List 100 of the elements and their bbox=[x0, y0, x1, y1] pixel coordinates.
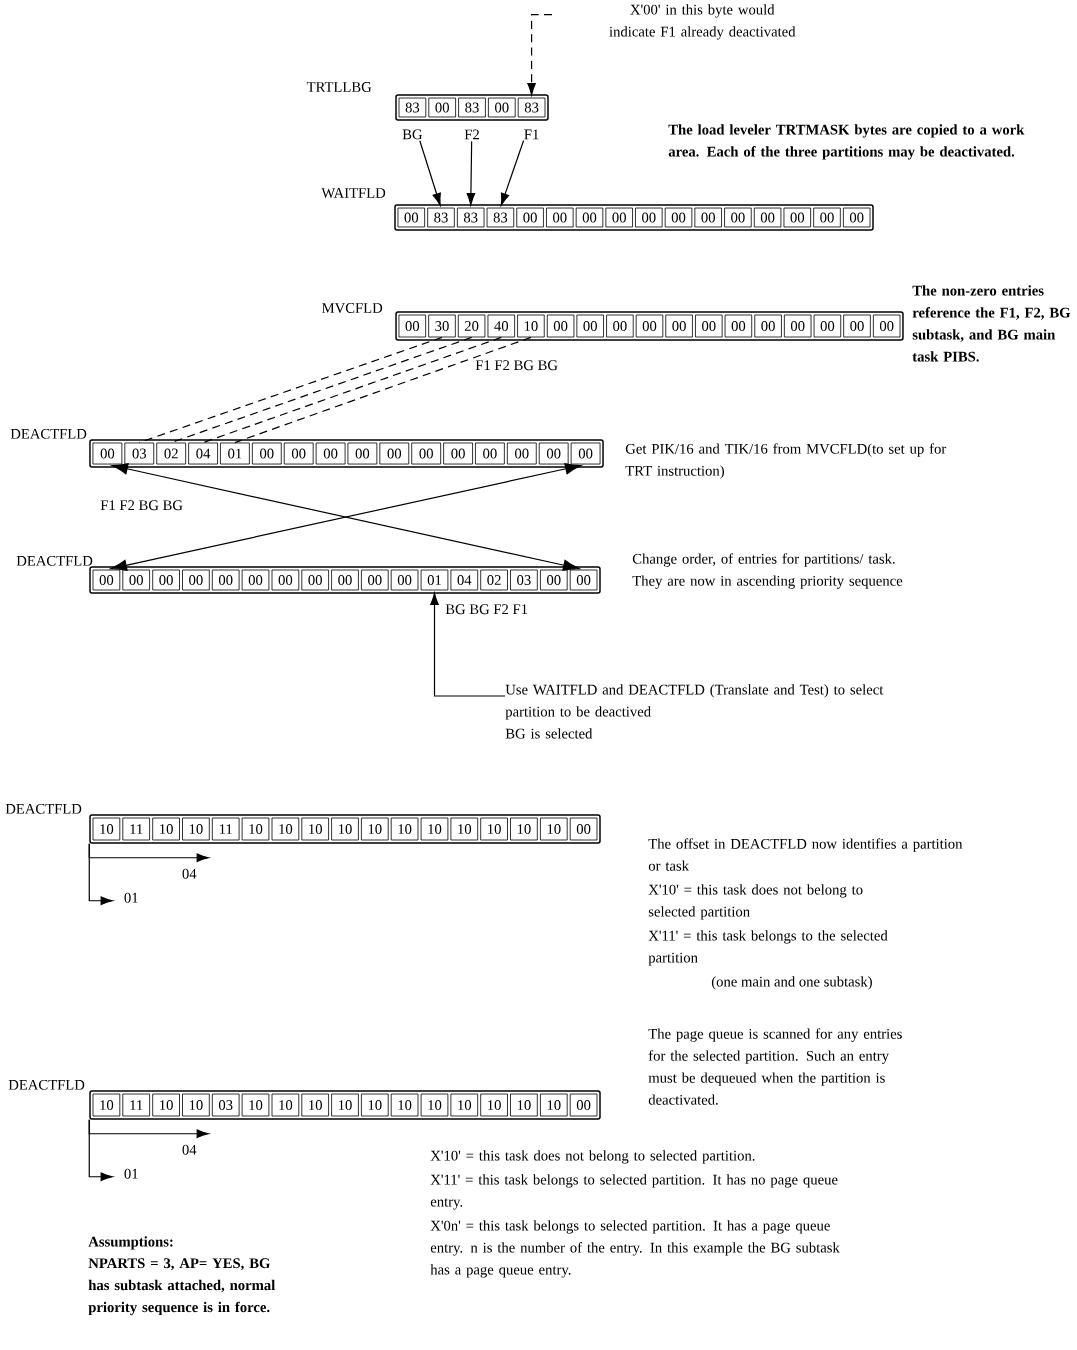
definition-text: X'10' = this task does not belong to selected partition. bbox=[430, 1150, 755, 1164]
node-label: DEACTFLD bbox=[5, 803, 82, 814]
byte-cell: 00 bbox=[301, 569, 329, 591]
byte-cell: 83 bbox=[398, 97, 427, 118]
byte-cell: 00 bbox=[664, 207, 693, 228]
byte-cell: 00 bbox=[635, 207, 663, 228]
byte-cell: 00 bbox=[576, 314, 604, 338]
byte-cell: 83 bbox=[486, 207, 515, 228]
byte-cell: 10 bbox=[450, 1093, 479, 1117]
byte-cell: 10 bbox=[517, 314, 545, 338]
byte-cell: 10 bbox=[271, 1093, 300, 1117]
byte-cell: 01 bbox=[420, 569, 449, 591]
edge-label: 01 bbox=[122, 891, 140, 904]
note-text: Use WAITFLD and DEACTFLD (Translate and Test) to select partition to be deactived BG is selected bbox=[505, 684, 884, 739]
byte-cell: 00 bbox=[411, 442, 442, 465]
arrow bbox=[430, 592, 506, 697]
byte-cell: 00 bbox=[443, 442, 473, 465]
byte-cell: 00 bbox=[783, 314, 812, 338]
byte-cell: 00 bbox=[347, 442, 378, 465]
byte-cell: 00 bbox=[605, 207, 633, 228]
byte-cell: 00 bbox=[428, 97, 456, 118]
byte-cell: 00 bbox=[92, 442, 123, 465]
byte-cell: 10 bbox=[241, 1093, 270, 1117]
byte-cell: 10 bbox=[540, 1093, 568, 1117]
byte-cell: 00 bbox=[475, 442, 505, 465]
note-text: X'00' in this byte would indicate F1 already deactivated bbox=[609, 4, 796, 40]
node-label: DEACTFLD bbox=[10, 428, 87, 439]
byte-cell: 00 bbox=[182, 569, 210, 591]
byte-cell: 02 bbox=[480, 569, 508, 591]
byte-cell: 00 bbox=[575, 207, 604, 228]
byte-cell: 00 bbox=[569, 817, 598, 841]
byte-cell: 00 bbox=[724, 207, 752, 228]
node-label: WAITFLD bbox=[321, 188, 386, 198]
byte-cell: 00 bbox=[842, 207, 871, 228]
byte-cell: 00 bbox=[390, 569, 419, 591]
byte-cell: 10 bbox=[510, 1093, 538, 1117]
byte-cell: 03 bbox=[211, 1093, 240, 1117]
byte-cell: 00 bbox=[397, 207, 426, 228]
arrow bbox=[419, 139, 441, 206]
byte-cell: 10 bbox=[301, 817, 329, 841]
byte-cell: 10 bbox=[420, 1093, 449, 1117]
byte-cell: 10 bbox=[92, 1093, 121, 1117]
byte-cell: 00 bbox=[694, 207, 722, 228]
byte-cell: 00 bbox=[211, 569, 240, 591]
dashed-line bbox=[202, 336, 502, 444]
byte-cell: 00 bbox=[665, 314, 693, 338]
byte-cell: 10 bbox=[301, 1093, 329, 1117]
byte-cell: 00 bbox=[516, 207, 544, 228]
byte-cell: 10 bbox=[331, 1093, 359, 1117]
byte-cell: 00 bbox=[813, 207, 841, 228]
arrow bbox=[527, 14, 553, 96]
byte-cell: 10 bbox=[152, 817, 180, 841]
edge-label: F1 bbox=[522, 128, 541, 141]
byte-cell: 30 bbox=[428, 314, 456, 338]
edge-label: 04 bbox=[180, 1143, 198, 1157]
arrow bbox=[88, 1119, 113, 1182]
byte-cell: 00 bbox=[152, 569, 180, 591]
definition-text: X'10' = this task does not belong to selected partition bbox=[648, 884, 863, 920]
byte-cell: 00 bbox=[546, 207, 574, 228]
byte-cell: 83 bbox=[456, 207, 485, 228]
byte-cell: 10 bbox=[182, 1093, 210, 1117]
dashed-line bbox=[138, 336, 443, 444]
byte-cell: 10 bbox=[390, 1093, 419, 1117]
byte-cell: 10 bbox=[361, 1093, 389, 1117]
note-text: NPARTS = 3, AP= YES, BG has subtask attached, normal priority sequence is in force. bbox=[88, 1258, 275, 1316]
definition-text: (one main and one subtask) bbox=[711, 976, 872, 990]
byte-cell: 00 bbox=[753, 207, 782, 228]
byte-cell: 11 bbox=[211, 817, 240, 841]
byte-cell: 03 bbox=[510, 569, 538, 591]
byte-cell: 00 bbox=[635, 314, 664, 338]
byte-cell: 10 bbox=[480, 1093, 508, 1117]
byte-cell: 83 bbox=[427, 207, 455, 228]
byte-cell: 00 bbox=[843, 314, 871, 338]
byte-cell: 10 bbox=[540, 817, 568, 841]
byte-cell: 10 bbox=[182, 817, 210, 841]
byte-cell: 00 bbox=[606, 314, 634, 338]
definition-text: X'0n' = this task belongs to selected partition. It has a page queue entry. n is the number of the entry. In this example the BG subtask has a page queue entry. bbox=[430, 1220, 840, 1278]
byte-cell: 00 bbox=[569, 569, 598, 591]
byte-label: F1 F2 BG BG bbox=[475, 360, 558, 371]
dashed-line bbox=[234, 336, 532, 444]
byte-cell: 00 bbox=[251, 442, 282, 465]
byte-cell: 00 bbox=[283, 442, 314, 465]
note-text: The page queue is scanned for any entries for the selected partition. Such an entry must be dequeued when the partition is deactivated. bbox=[648, 1028, 902, 1105]
node-label: DEACTFLD bbox=[16, 555, 93, 566]
byte-cell: 10 bbox=[152, 1093, 180, 1117]
byte-cell: 00 bbox=[813, 314, 842, 338]
byte-cell: 10 bbox=[390, 817, 419, 841]
definition-text: X'11' = this task belongs to the selected partition bbox=[648, 930, 888, 966]
byte-cell: 03 bbox=[124, 442, 155, 465]
byte-cell: 00 bbox=[398, 314, 427, 338]
note-text: Change order, of entries for partitions/ task. They are now in ascending priority sequence bbox=[632, 553, 903, 589]
arrow bbox=[88, 843, 113, 906]
byte-cell: 11 bbox=[122, 817, 150, 841]
byte-cell: 00 bbox=[488, 97, 516, 118]
byte-cell: 00 bbox=[122, 569, 150, 591]
byte-cell: 00 bbox=[92, 569, 121, 591]
byte-cell: 00 bbox=[546, 314, 575, 338]
byte-cell: 00 bbox=[783, 207, 812, 228]
byte-cell: 40 bbox=[487, 314, 516, 338]
edge-label: 01 bbox=[122, 1167, 140, 1181]
